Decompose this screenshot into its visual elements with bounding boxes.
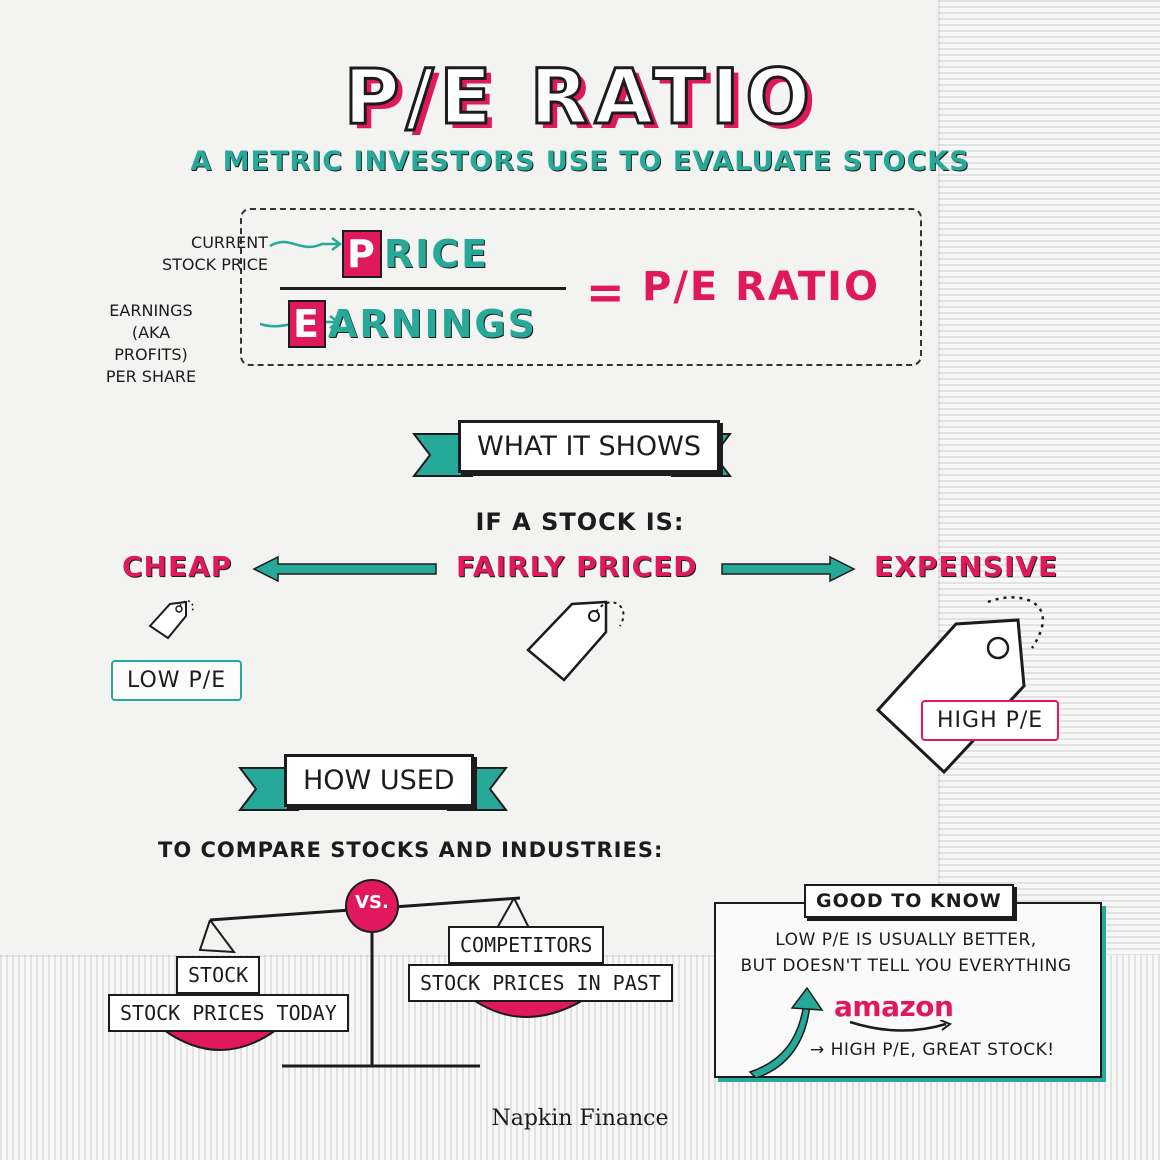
earnings-note-line3: PER SHARE	[105, 367, 197, 386]
vs-badge: VS.	[355, 892, 389, 913]
growth-arrow-icon	[748, 986, 824, 1078]
fairly-priced-label: FAIRLY PRICED	[456, 550, 698, 583]
good-to-know-title: GOOD TO KNOW	[804, 884, 1014, 918]
cheap-label: CHEAP	[122, 550, 233, 583]
page-subtitle: A METRIC INVESTORS USE TO EVALUATE STOCK…	[190, 146, 970, 177]
if-a-stock-is: IF A STOCK IS:	[475, 508, 685, 536]
amazon-smile-icon	[849, 1020, 953, 1032]
earnings-note-line1: EARNINGS	[109, 301, 193, 320]
napkin-fold-vertical	[938, 0, 940, 955]
how-used-banner: HOW USED	[284, 754, 474, 807]
formula-box	[240, 208, 922, 366]
stock-label: STOCK	[176, 956, 261, 994]
amazon-logo: amazon	[834, 990, 954, 1023]
price-note-line1: CURRENT	[191, 233, 268, 252]
result-text: P/E RATIO	[642, 264, 880, 310]
price-rest: RICE	[383, 232, 490, 276]
what-it-shows-banner: WHAT IT SHOWS	[458, 420, 721, 473]
compare-heading: TO COMPARE STOCKS AND INDUSTRIES:	[158, 838, 664, 862]
left-arrow-icon	[252, 555, 437, 583]
stock-prices-today-label: STOCK PRICES TODAY	[108, 994, 349, 1032]
earnings-rest: ARNINGS	[327, 302, 537, 346]
good-to-know-line1: LOW P/E IS USUALLY BETTER,	[775, 930, 1037, 950]
medium-tag-icon	[526, 600, 625, 682]
earnings-note: EARNINGS (AKA PROFITS) PER SHARE	[96, 300, 206, 388]
good-to-know-box	[714, 902, 1102, 1078]
earnings-initial: E	[288, 300, 326, 348]
fraction-line	[280, 287, 566, 290]
equals-sign: =	[586, 265, 625, 319]
stock-prices-in-past-label: STOCK PRICES IN PAST	[408, 964, 673, 1002]
high-pe-label: HIGH P/E	[921, 700, 1060, 741]
scale-arrows	[252, 555, 856, 583]
formula-result: P/E RATIO	[642, 264, 880, 310]
competitors-label: COMPETITORS	[448, 926, 605, 964]
earnings-note-line2: (AKA PROFITS)	[114, 323, 188, 364]
large-tag-icon	[875, 596, 1045, 775]
right-arrow-icon	[721, 555, 856, 583]
small-tag-icon	[148, 600, 194, 640]
price-note: CURRENT STOCK PRICE	[150, 232, 268, 276]
price-arrow-icon	[269, 240, 338, 249]
price-note-line2: STOCK PRICE	[161, 255, 268, 274]
amazon-note: → HIGH P/E, GREAT STOCK!	[810, 1040, 1055, 1060]
page-title: P/E RATIO	[343, 51, 816, 143]
price-initial: P	[342, 230, 382, 278]
low-pe-label: LOW P/E	[111, 660, 243, 701]
good-to-know-line2: BUT DOESN'T TELL YOU EVERYTHING	[740, 956, 1072, 976]
expensive-label: EXPENSIVE	[874, 550, 1059, 583]
footer-brand: Napkin Finance	[491, 1106, 669, 1131]
